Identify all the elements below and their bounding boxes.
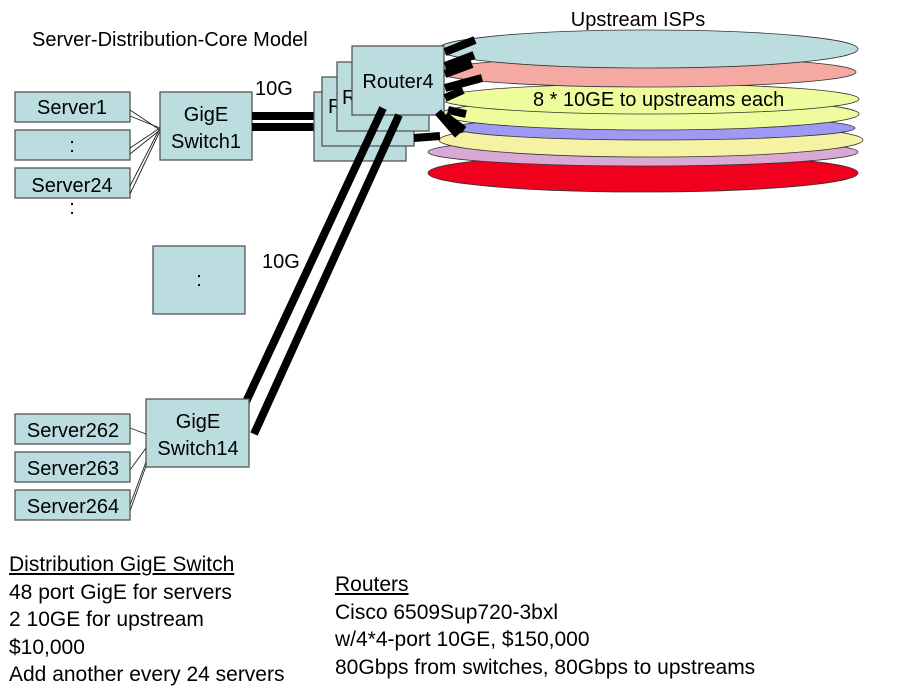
uplink-10g bbox=[241, 106, 387, 406]
more-servers-ellipsis: : bbox=[69, 197, 75, 219]
server-group-bottom: Server262 Server263 Server264 bbox=[14, 413, 131, 521]
diagram-title: Server-Distribution-Core Model bbox=[32, 29, 308, 51]
switch-notes-line: Add another every 24 servers bbox=[9, 663, 285, 686]
router-4 bbox=[351, 45, 445, 116]
server-box[interactable] bbox=[14, 167, 131, 199]
router-label: Router4 bbox=[362, 71, 433, 93]
server-links-top bbox=[129, 109, 161, 195]
upstream-isp-stack bbox=[427, 29, 864, 193]
switch-notes-line: 2 10GE for upstream bbox=[9, 608, 204, 631]
server-box[interactable] bbox=[14, 91, 131, 123]
gige-switch-1[interactable]: GigE Switch1 bbox=[159, 91, 253, 161]
server-box[interactable] bbox=[14, 489, 131, 521]
router-notes-heading: Routers bbox=[335, 573, 409, 596]
server-links-bottom bbox=[129, 427, 147, 512]
server-box[interactable] bbox=[14, 451, 131, 483]
link-label-10g: 10G bbox=[255, 78, 293, 100]
server-label: Server262 bbox=[27, 420, 119, 442]
switch-label: GigE bbox=[184, 104, 228, 126]
switch-label: Switch14 bbox=[157, 438, 238, 460]
server-label: Server263 bbox=[27, 458, 119, 480]
switch-notes-heading: Distribution GigE Switch bbox=[9, 553, 235, 576]
switch-notes-line: 48 port GigE for servers bbox=[9, 580, 232, 604]
switch-notes-line: $10,000 bbox=[9, 635, 85, 659]
gige-switch-14[interactable]: GigE Switch14 bbox=[145, 398, 250, 468]
switch-label: GigE bbox=[176, 411, 220, 433]
server-label: Server264 bbox=[27, 496, 119, 518]
server-label: : bbox=[69, 135, 75, 157]
switch-placeholder[interactable]: : bbox=[152, 245, 246, 315]
router-notes-line: Cisco 6509Sup720-3bxl bbox=[335, 600, 558, 624]
upstream-links bbox=[413, 36, 484, 142]
router-notes: Routers Cisco 6509Sup720-3bxl w/4*4-port… bbox=[335, 571, 755, 681]
router-notes-line: w/4*4-port 10GE, $150,000 bbox=[335, 628, 590, 651]
router-stack[interactable]: R R R Router4 bbox=[313, 45, 445, 162]
upstream-ports-label: 8 * 10GE to upstreams each bbox=[533, 89, 784, 111]
isp-ellipse bbox=[437, 29, 859, 69]
switch-label: Switch1 bbox=[171, 131, 241, 153]
router-notes-line: 80Gbps from switches, 80Gbps to upstream… bbox=[335, 655, 756, 679]
link-label-10g: 10G bbox=[262, 251, 300, 273]
switch-notes: Distribution GigE Switch 48 port GigE fo… bbox=[9, 551, 284, 689]
server-label: Server1 bbox=[37, 97, 107, 119]
server-box[interactable] bbox=[14, 129, 131, 161]
uplink-10g bbox=[250, 113, 403, 436]
upstream-isps-label: Upstream ISPs bbox=[571, 9, 705, 31]
server-label: Server24 bbox=[31, 175, 112, 197]
switch-placeholder-label: : bbox=[196, 269, 202, 291]
server-box[interactable] bbox=[14, 413, 131, 445]
server-group-top: Server1 : Server24 : bbox=[14, 91, 131, 219]
